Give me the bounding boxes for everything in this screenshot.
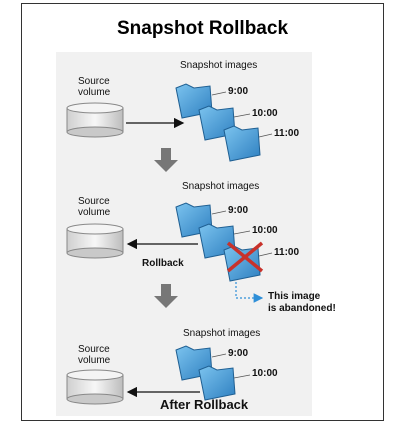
folder-icon bbox=[223, 125, 261, 162]
source-label: Source bbox=[78, 344, 110, 355]
time-label: 11:00 bbox=[274, 247, 300, 258]
disk-icon bbox=[66, 102, 124, 138]
rollback-label: Rollback bbox=[142, 258, 184, 269]
disk-icon bbox=[66, 369, 124, 405]
time-label: 10:00 bbox=[252, 225, 278, 236]
snapshot-images-label: Snapshot images bbox=[182, 181, 260, 192]
snapshot-images-label: Snapshot images bbox=[180, 60, 258, 71]
down-arrow-icon bbox=[154, 284, 178, 308]
source-label: Source bbox=[78, 196, 110, 207]
folder-icon bbox=[198, 365, 236, 401]
abandoned-label: This image bbox=[268, 291, 321, 302]
source-label: volume bbox=[78, 207, 111, 218]
red-x-icon bbox=[226, 241, 264, 273]
after-rollback-label: After Rollback bbox=[160, 397, 249, 412]
snapshot-images-label: Snapshot images bbox=[183, 328, 261, 339]
time-label: 9:00 bbox=[228, 348, 249, 359]
time-label: 10:00 bbox=[252, 108, 278, 119]
abandoned-arrow bbox=[235, 282, 264, 303]
source-label: volume bbox=[78, 87, 111, 98]
time-label: 11:00 bbox=[274, 128, 300, 139]
time-label: 9:00 bbox=[228, 205, 249, 216]
abandoned-label: is abandoned! bbox=[268, 303, 336, 314]
time-label: 9:00 bbox=[228, 86, 249, 97]
disk-icon bbox=[66, 223, 124, 259]
diagram-title: Snapshot Rollback bbox=[116, 18, 289, 39]
source-label: Source bbox=[78, 76, 110, 87]
down-arrow-icon bbox=[154, 148, 178, 172]
time-label: 10:00 bbox=[252, 368, 278, 379]
source-label: volume bbox=[78, 355, 111, 366]
